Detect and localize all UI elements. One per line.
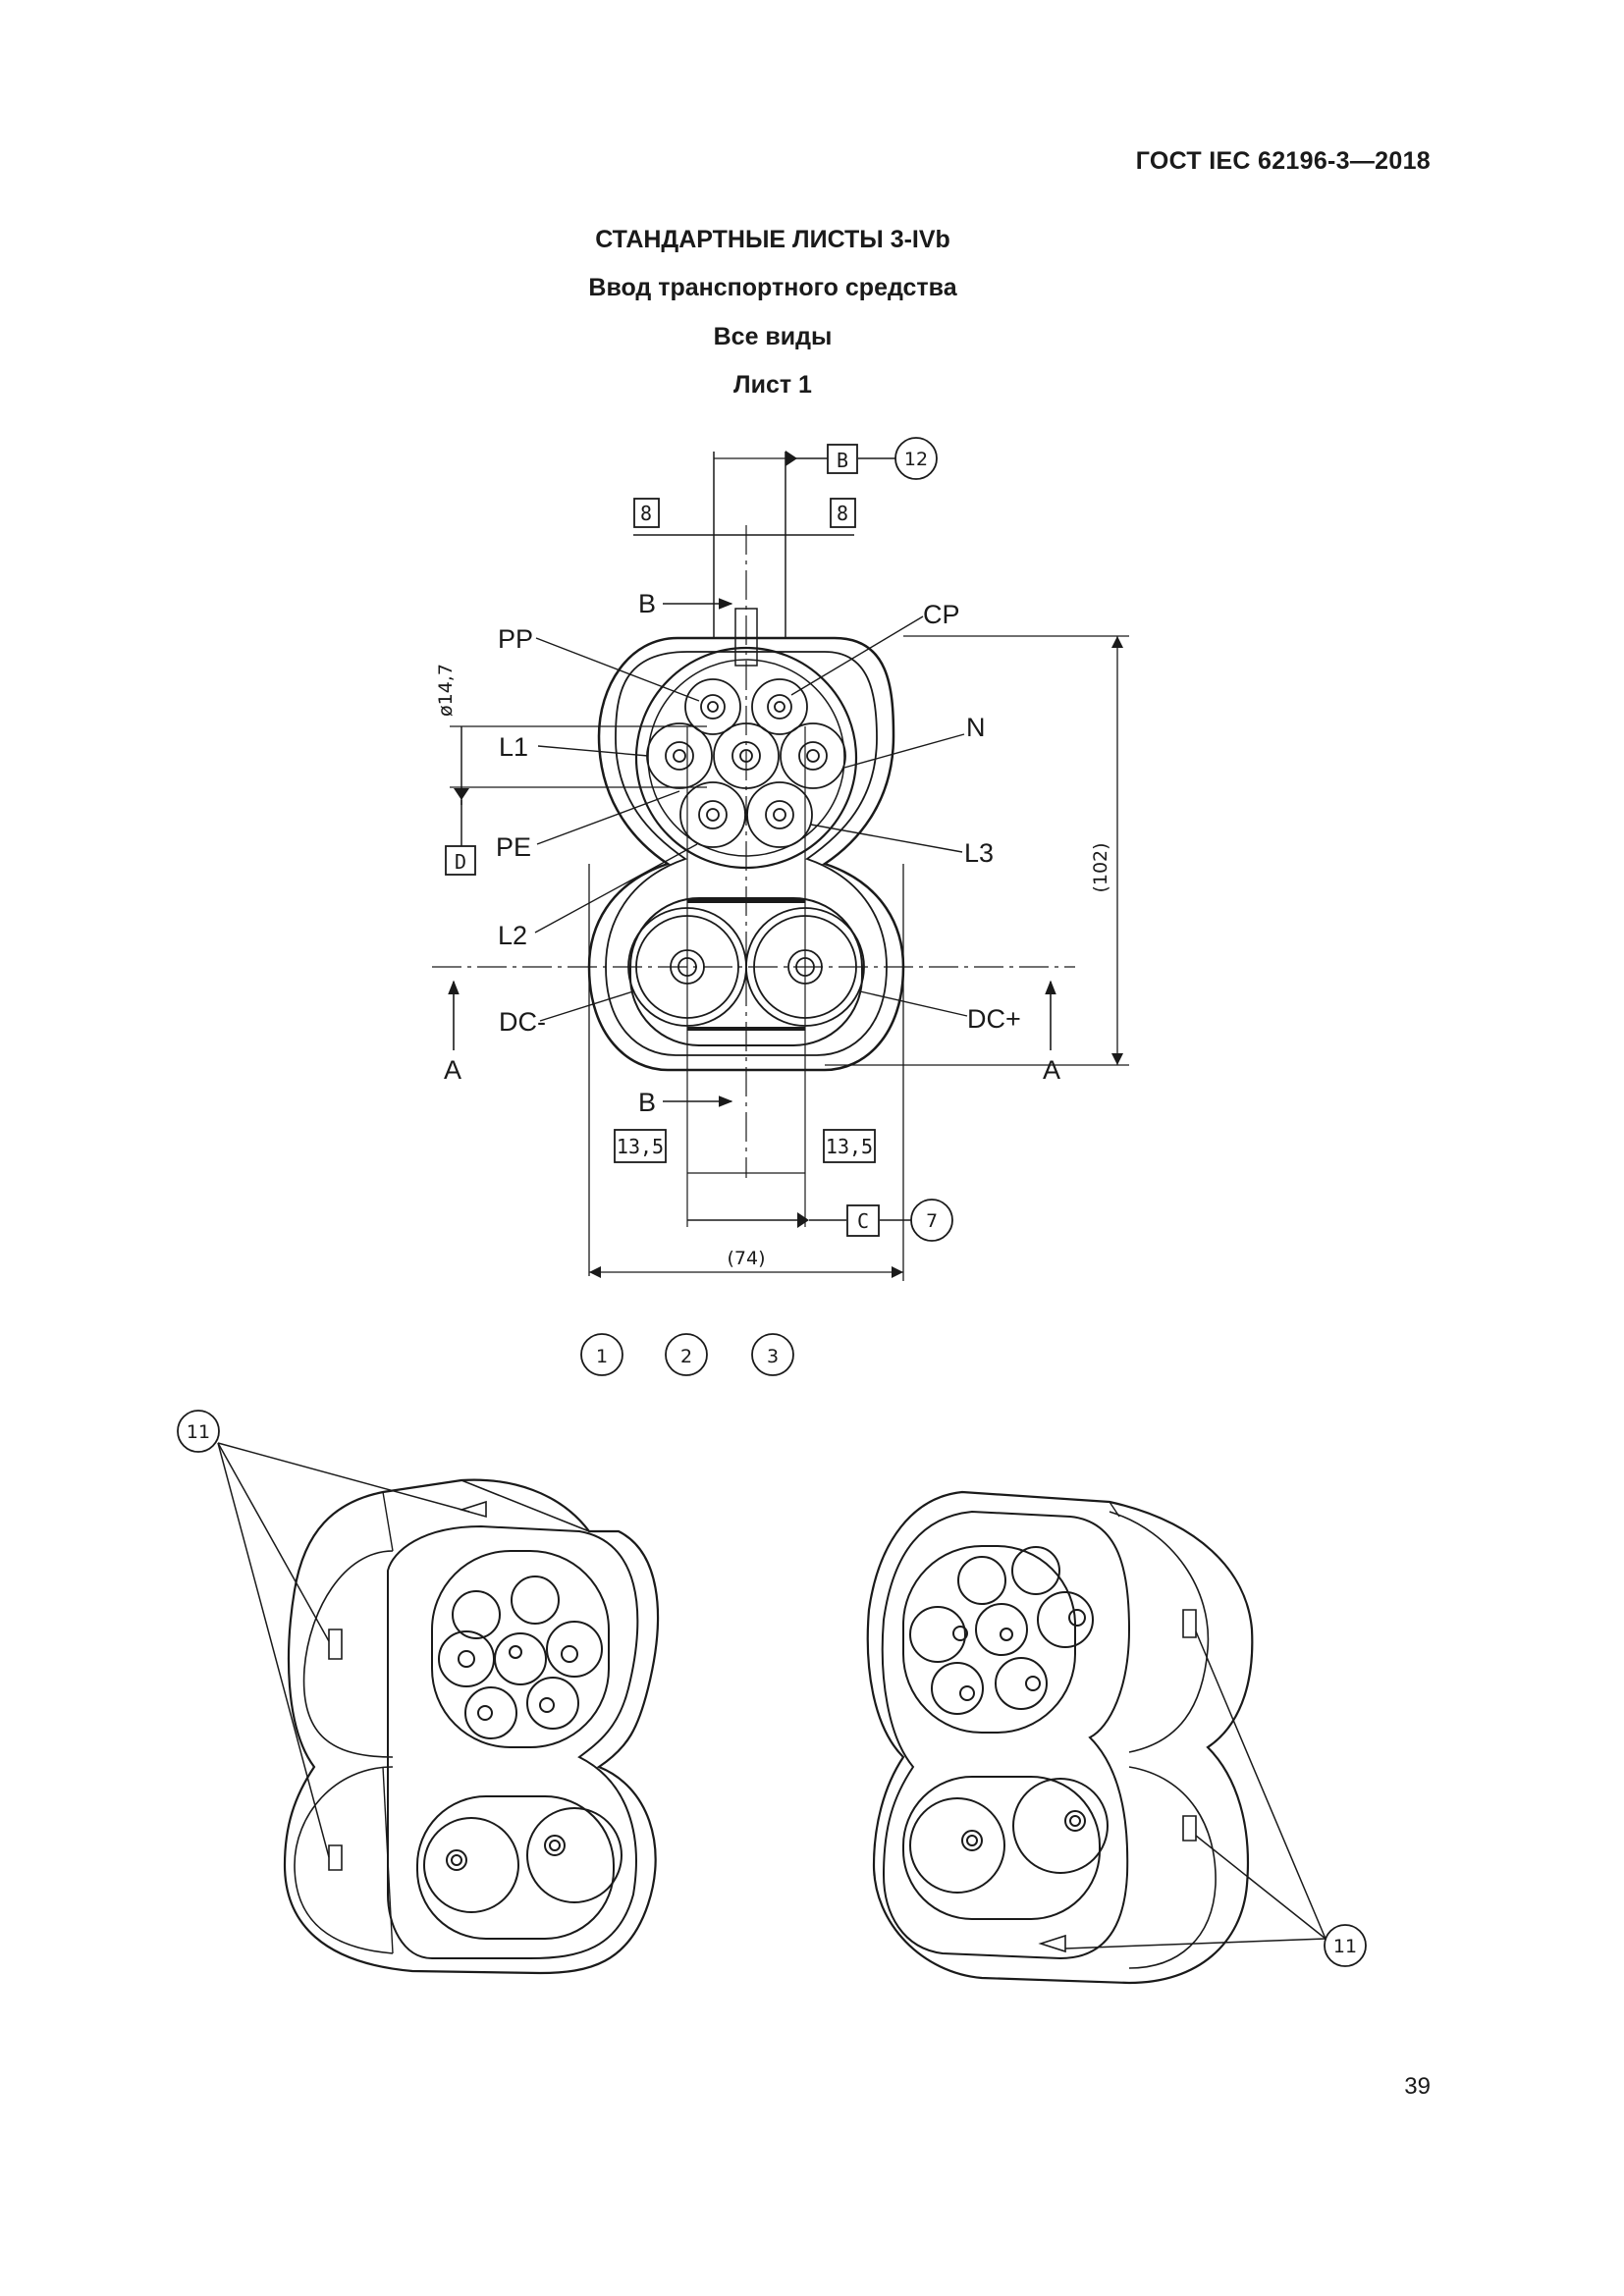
label-n: N [966, 713, 986, 742]
dim-width: (74) [727, 1248, 765, 1269]
dim-bottom-left: 13,5 [617, 1135, 664, 1158]
page-number: 39 [1404, 2073, 1431, 2100]
section-a-right: A [1043, 1055, 1060, 1085]
label-dc-plus: DC+ [967, 1004, 1021, 1034]
datum-b: B [837, 449, 848, 472]
iso-view-left [283, 1478, 660, 1975]
iso-note-right: 11 [1333, 1936, 1357, 1957]
sheet-title: Лист 1 [733, 371, 812, 399]
label-pp: PP [498, 624, 533, 654]
label-cp: CP [923, 600, 960, 629]
label-dc-minus: DC- [499, 1007, 546, 1037]
label-pe: PE [496, 832, 531, 862]
label-l3: L3 [964, 838, 994, 868]
section-b-top: B [638, 589, 656, 618]
leaders-left [217, 1442, 470, 1858]
legend-notes: 1 2 3 [580, 1333, 794, 1376]
section-b-bottom: B [638, 1088, 656, 1117]
label-l1: L1 [499, 732, 528, 762]
standard-code: ГОСТ IEC 62196-3—2018 [1135, 147, 1431, 175]
label-l2: L2 [498, 921, 527, 950]
views-title: Все виды [713, 323, 833, 350]
note-12: 12 [904, 449, 928, 470]
datum-d: D [455, 850, 466, 874]
note-circle-12 [894, 437, 938, 480]
datum-b-box [827, 444, 858, 474]
legend-note-1: 1 [596, 1346, 608, 1367]
note-7: 7 [926, 1210, 938, 1232]
section-a-left: A [444, 1055, 461, 1085]
legend-note-3: 3 [767, 1346, 779, 1367]
iso-note-left: 11 [187, 1421, 210, 1443]
dim-diameter: ø14,7 [435, 664, 457, 717]
legend-note-2: 2 [680, 1346, 692, 1367]
front-view [432, 451, 1129, 1281]
dim-top-right: 8 [837, 502, 848, 525]
leaders-right [1064, 1630, 1326, 1949]
dim-top-left: 8 [640, 502, 652, 525]
subject-title: Ввод транспортного средства [588, 274, 957, 301]
dim-bottom-right: 13,5 [826, 1135, 873, 1158]
datum-c: C [857, 1209, 869, 1233]
iso-view-right [866, 1490, 1254, 1985]
sheet-series-title: СТАНДАРТНЫЕ ЛИСТЫ 3-IVb [595, 226, 950, 253]
dim-height: (102) [1090, 842, 1111, 892]
